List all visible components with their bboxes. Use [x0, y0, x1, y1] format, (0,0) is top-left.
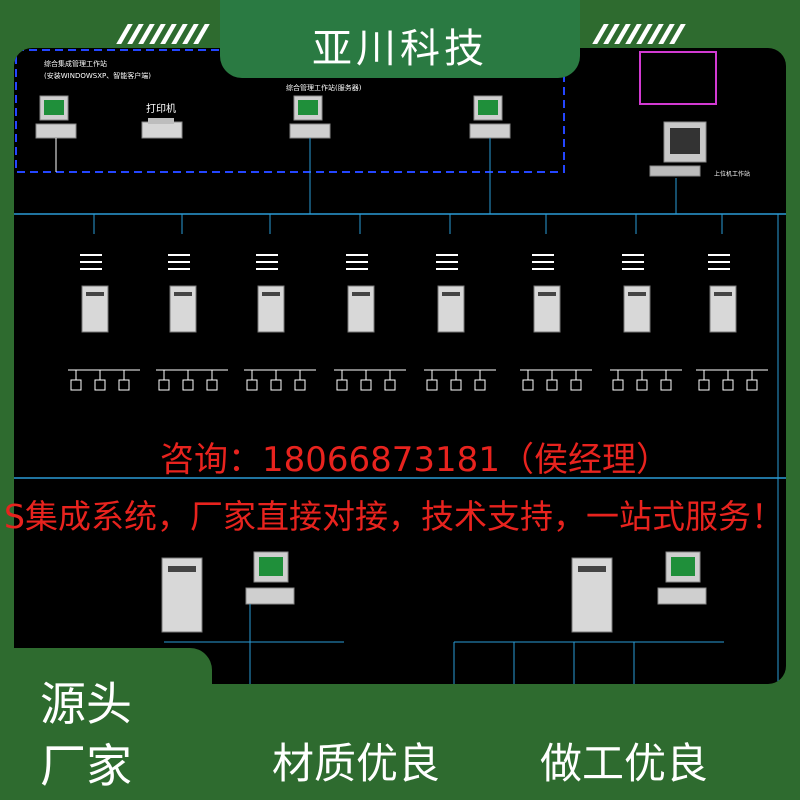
server-tower-icon	[347, 285, 375, 333]
network-diagram: 综合集成管理工作站 (安装WINDOWSXP、智能客户端) 综合管理工作站(服务…	[14, 49, 786, 684]
bottom-tag-workmanship: 做工优良	[540, 739, 709, 788]
workstation-icon	[469, 95, 511, 139]
workstation-icon	[35, 95, 77, 139]
server-tower-icon	[437, 285, 465, 333]
printer-label: 打印机	[146, 102, 176, 115]
top-left-note-1: 综合集成管理工作站	[44, 59, 107, 68]
subsystem-column	[68, 214, 140, 391]
brand-header: 亚川科技	[0, 0, 800, 95]
bottom-banner	[212, 684, 800, 800]
bottom-tag-quality: 材质优良	[272, 739, 441, 788]
brand-plate	[220, 0, 580, 78]
right-station-note: 上位机工作站	[714, 170, 750, 178]
subsystem-column	[520, 214, 592, 391]
workstation-icon	[289, 95, 331, 139]
brand-title: 亚川科技	[312, 26, 488, 72]
contact-line: 咨询：18066873181（侯经理）	[160, 440, 670, 480]
stripe-decoration-left	[116, 24, 210, 44]
server-tower-icon	[257, 285, 285, 333]
workstation-icon	[657, 551, 707, 605]
subsystem-column	[334, 214, 406, 391]
server-tower-icon	[709, 285, 737, 333]
subsystem-column	[424, 214, 496, 391]
upper-computer-icon	[649, 121, 707, 177]
cad-diagram-panel: 综合集成管理工作站 (安装WINDOWSXP、智能客户端) 综合管理工作站(服务…	[14, 48, 786, 684]
slogan-line: S集成系统，厂家直接对接，技术支持，一站式服务！	[4, 497, 784, 536]
subsystem-column	[696, 214, 768, 391]
top-left-note-2: (安装WINDOWSXP、智能客户端)	[44, 71, 151, 80]
server-tower-icon	[161, 557, 203, 633]
server-tower-icon	[533, 285, 561, 333]
corner-badge-line-2: 厂家	[40, 739, 132, 793]
subsystem-column	[244, 214, 316, 391]
workstation-icon	[245, 551, 295, 605]
subsystem-column	[156, 214, 228, 391]
server-tower-icon	[81, 285, 109, 333]
corner-badge-line-1: 源头	[40, 677, 132, 731]
server-tower-icon	[571, 557, 613, 633]
server-tower-icon	[169, 285, 197, 333]
stripe-decoration-right	[592, 24, 686, 44]
corner-badge	[0, 648, 212, 800]
printer-icon	[141, 118, 183, 139]
top-right-magenta-box	[639, 51, 717, 105]
center-station-note: 综合管理工作站(服务器)	[286, 83, 362, 92]
subsystem-column	[610, 214, 682, 391]
server-tower-icon	[623, 285, 651, 333]
